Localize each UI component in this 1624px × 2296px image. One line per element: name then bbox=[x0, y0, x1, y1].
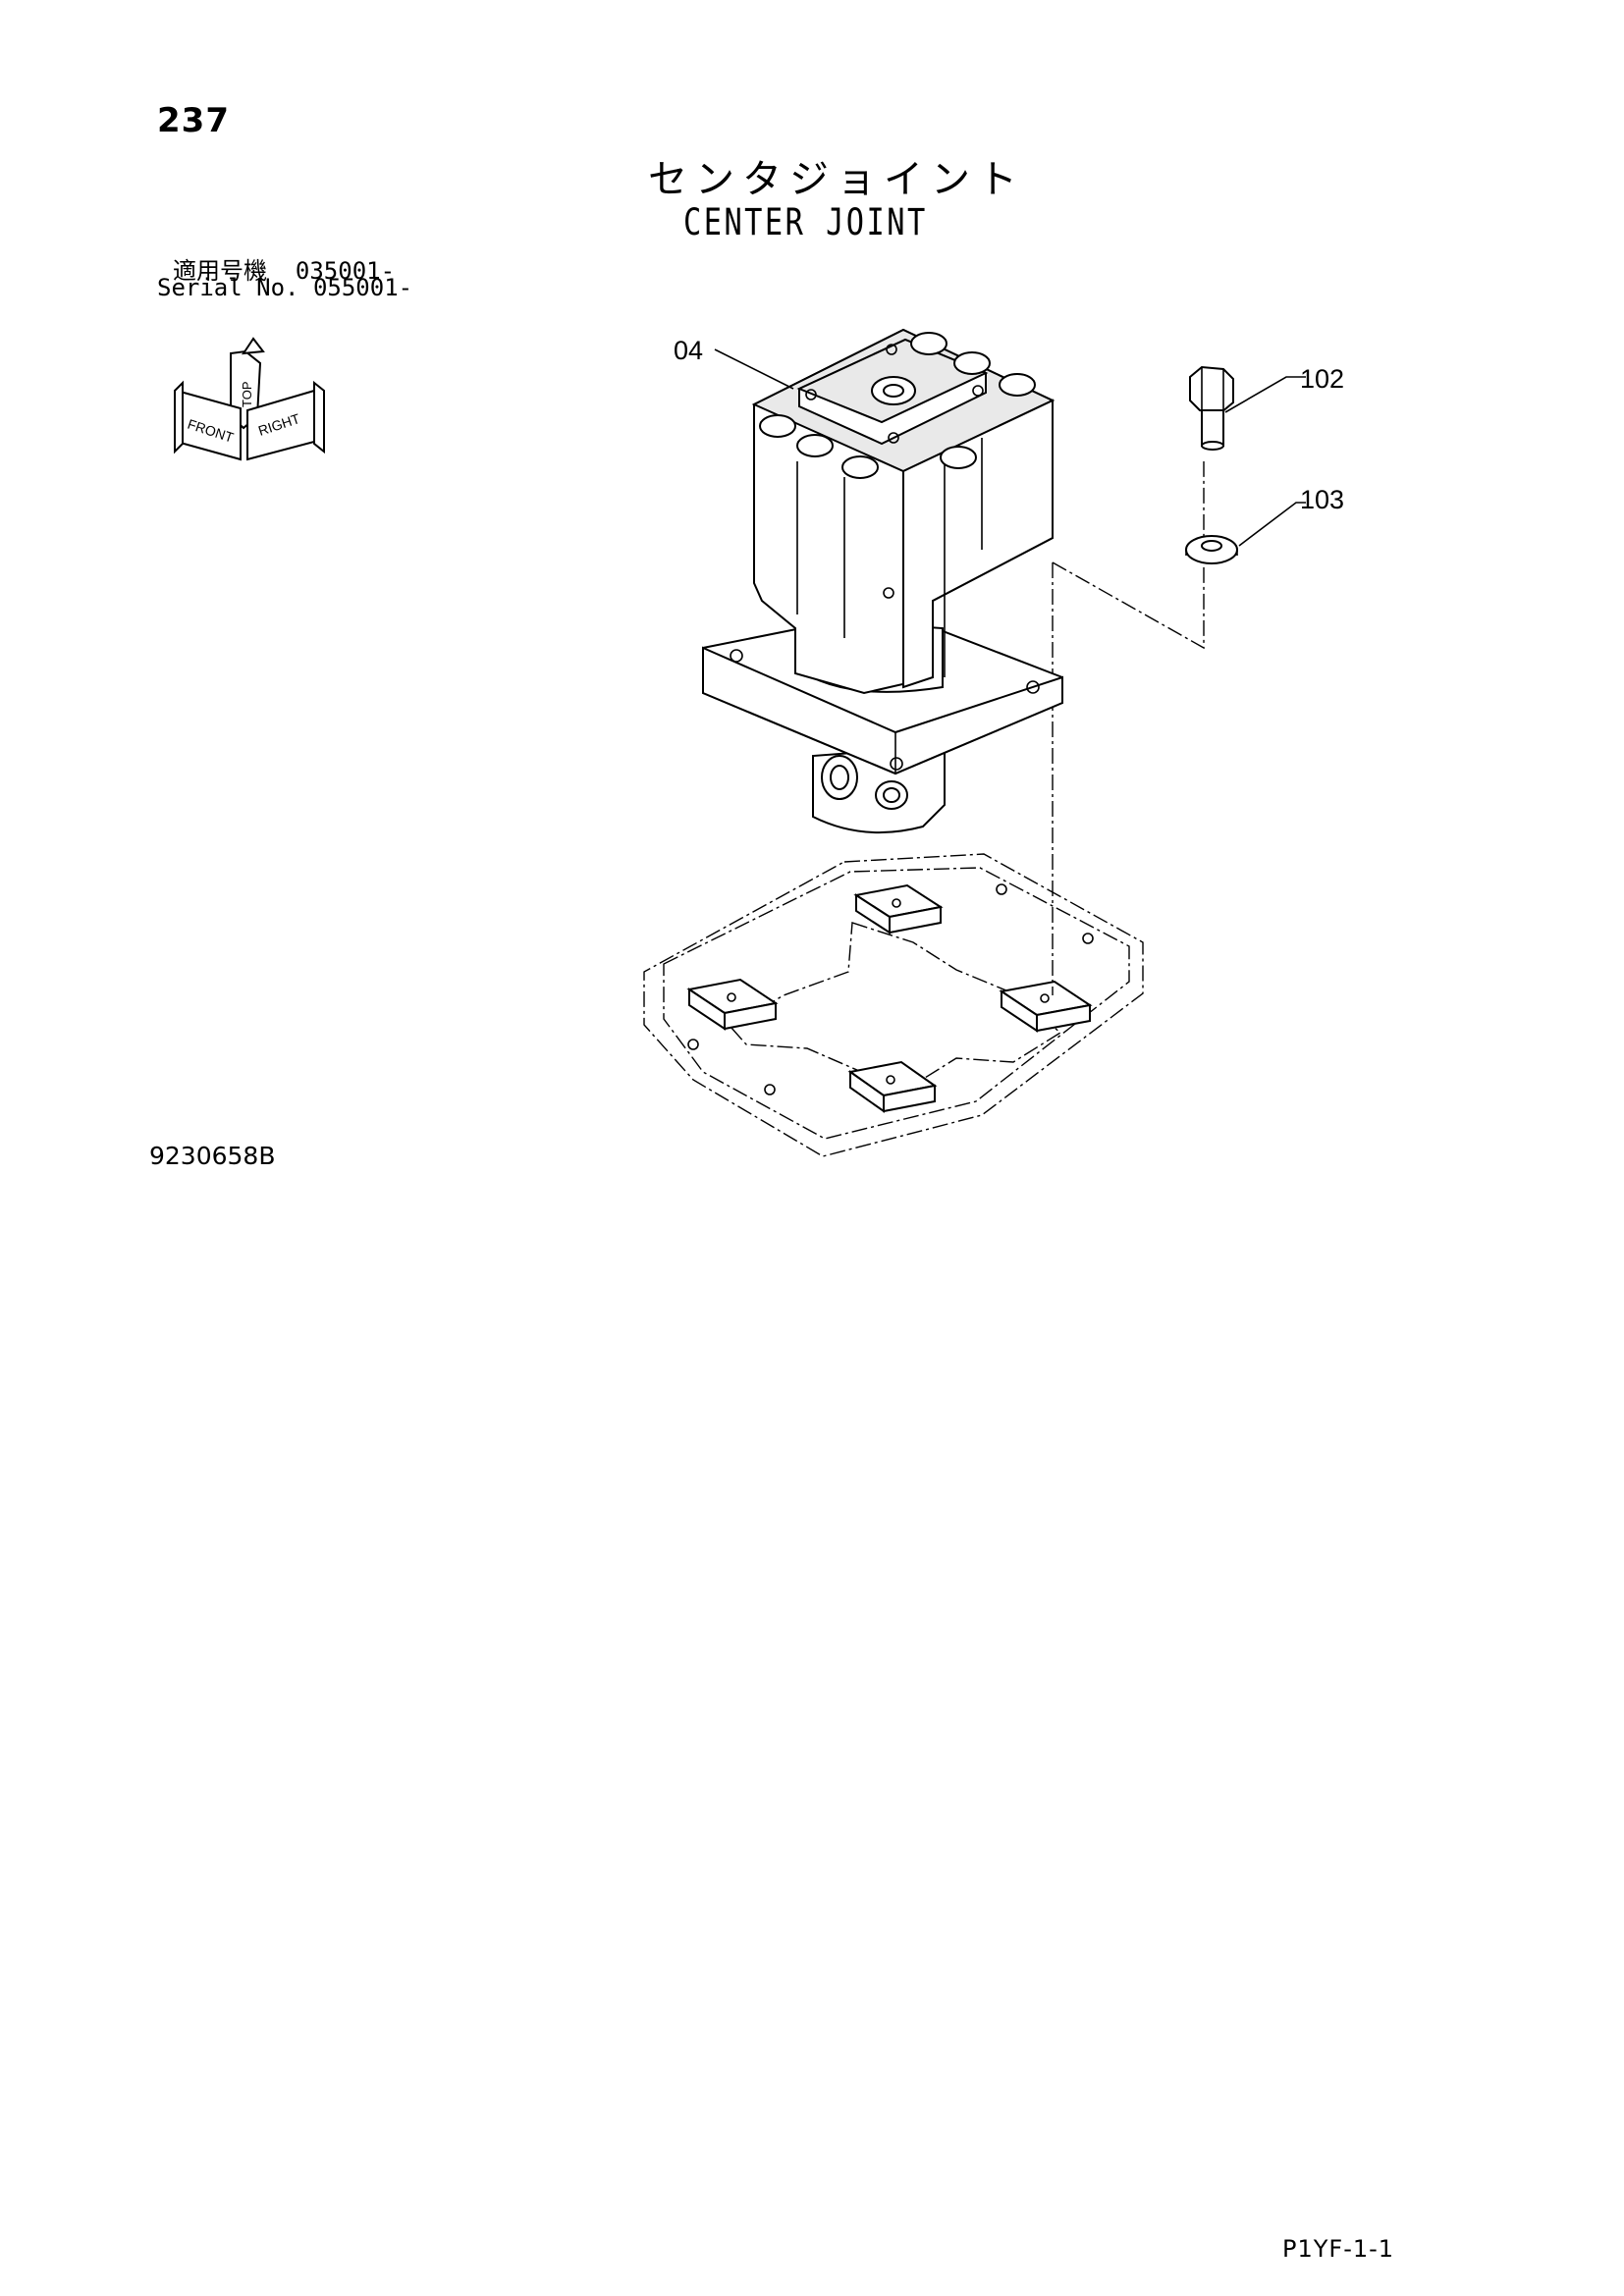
leader-line-102 bbox=[1224, 376, 1306, 413]
title-japanese: センタジョイント bbox=[648, 157, 1025, 202]
page-number: 237 bbox=[157, 101, 230, 140]
washer-part bbox=[1185, 535, 1238, 564]
title-english: CENTER JOINT bbox=[683, 201, 928, 243]
applicable-serial-english: Serial No. 055001- bbox=[157, 274, 413, 301]
leader-line-04 bbox=[714, 348, 794, 390]
assembly-centerline-offset bbox=[1052, 461, 1205, 650]
orientation-label-top: TOP bbox=[240, 382, 254, 408]
callout-label-04: 04 bbox=[674, 336, 703, 365]
callout-label-102: 102 bbox=[1300, 364, 1344, 394]
bolt-part bbox=[1189, 365, 1234, 451]
page-code: P1YF-1-1 bbox=[1282, 2235, 1395, 2263]
leader-line-103 bbox=[1238, 502, 1306, 547]
base-frame-outline bbox=[643, 853, 1144, 1157]
center-joint-body bbox=[702, 328, 1063, 834]
applicable-serial-japanese: 適用号機 035001- bbox=[173, 257, 396, 285]
orientation-arrows-icon: FRONT RIGHT TOP bbox=[174, 337, 325, 461]
drawing-number: 9230658B bbox=[149, 1142, 276, 1170]
callout-label-103: 103 bbox=[1300, 485, 1344, 514]
